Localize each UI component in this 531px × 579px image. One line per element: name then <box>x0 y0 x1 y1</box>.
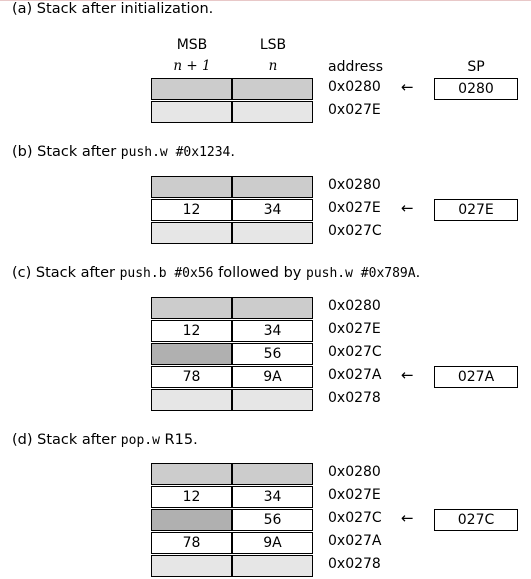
stack-pointer-box: 0280 <box>434 78 518 100</box>
address-label: 0x027A <box>328 367 382 383</box>
address-label: 0x027E <box>328 321 381 337</box>
address-label: 0x0280 <box>328 177 381 193</box>
stack-cell-lsb: 34 <box>232 199 313 221</box>
panel-c-caption: (c) Stack after push.b #0x56 followed by… <box>12 265 420 281</box>
address-label: 0x027E <box>328 200 381 216</box>
panel-b-caption: (b) Stack after push.w #0x1234. <box>12 144 235 160</box>
stack-pointer-box: 027C <box>434 509 518 531</box>
stack-cell-msb <box>151 222 232 244</box>
stack-cell-msb <box>151 176 232 198</box>
panel-a-caption: (a) Stack after initialization. <box>12 1 213 17</box>
stack-cell-msb <box>151 78 232 100</box>
caption-code: push.w #0x1234 <box>120 145 231 160</box>
stack-cell-lsb: 9A <box>232 366 313 388</box>
stack-cell-msb <box>151 463 232 485</box>
stack-cell-msb <box>151 101 232 123</box>
caption-code: push.b #0x56 <box>119 266 214 281</box>
stack-cell-msb: 12 <box>151 199 232 221</box>
stack-cell-lsb <box>232 297 313 319</box>
caption-text-end: R15. <box>159 432 198 448</box>
stack-cell-msb: 78 <box>151 366 232 388</box>
address-label: 0x0278 <box>328 390 381 406</box>
stack-cell-lsb <box>232 78 313 100</box>
stack-pointer-box: 027E <box>434 199 518 221</box>
address-label: 0x0280 <box>328 298 381 314</box>
left-arrow-icon: ← <box>401 366 414 384</box>
stack-cell-lsb: 34 <box>232 486 313 508</box>
address-label: 0x027C <box>328 510 382 526</box>
panel-d-caption: (d) Stack after pop.w R15. <box>12 432 198 448</box>
stack-cell-lsb <box>232 463 313 485</box>
sp-header: SP <box>467 59 485 75</box>
address-label: 0x027E <box>328 102 381 118</box>
caption-code: pop.w <box>120 433 160 448</box>
lsb-header: LSB <box>259 37 287 53</box>
address-label: 0x0280 <box>328 79 381 95</box>
stack-cell-lsb: 9A <box>232 532 313 554</box>
address-label: 0x027E <box>328 487 381 503</box>
stack-cell-lsb: 56 <box>232 509 313 531</box>
stack-cell-lsb: 34 <box>232 320 313 342</box>
stack-cell-lsb <box>232 176 313 198</box>
address-label: 0x0280 <box>328 464 381 480</box>
caption-code-2: push.w #0x789A <box>306 266 416 281</box>
stack-cell-lsb: 56 <box>232 343 313 365</box>
stack-cell-lsb <box>232 101 313 123</box>
msb-address-sub: n + 1 <box>173 58 211 74</box>
stack-cell-msb <box>151 343 232 365</box>
address-label: 0x027A <box>328 533 382 549</box>
address-label: 0x027C <box>328 344 382 360</box>
left-arrow-icon: ← <box>401 78 414 96</box>
caption-text-end: . <box>415 265 421 281</box>
left-arrow-icon: ← <box>401 199 414 217</box>
caption-text-mid: followed by <box>213 265 306 281</box>
stack-cell-msb <box>151 509 232 531</box>
lsb-address-sub: n <box>268 58 278 74</box>
caption-text: (a) Stack after initialization. <box>12 1 214 17</box>
caption-text-end: . <box>230 144 235 160</box>
top-border-line <box>0 0 531 1</box>
stack-cell-msb <box>151 555 232 577</box>
stack-cell-msb: 78 <box>151 532 232 554</box>
address-label: 0x0278 <box>328 556 381 572</box>
address-header: address <box>328 59 384 75</box>
stack-cell-msb <box>151 297 232 319</box>
stack-cell-msb <box>151 389 232 411</box>
caption-text: (c) Stack after <box>12 265 120 281</box>
caption-text: (d) Stack after <box>12 432 121 448</box>
stack-cell-lsb <box>232 389 313 411</box>
stack-cell-msb: 12 <box>151 320 232 342</box>
address-label: 0x027C <box>328 223 382 239</box>
stack-pointer-box: 027A <box>434 366 518 388</box>
left-arrow-icon: ← <box>401 509 414 527</box>
stack-cell-lsb <box>232 555 313 577</box>
stack-cell-lsb <box>232 222 313 244</box>
stack-cell-msb: 12 <box>151 486 232 508</box>
caption-text: (b) Stack after <box>12 144 121 160</box>
msb-header: MSB <box>176 37 208 53</box>
